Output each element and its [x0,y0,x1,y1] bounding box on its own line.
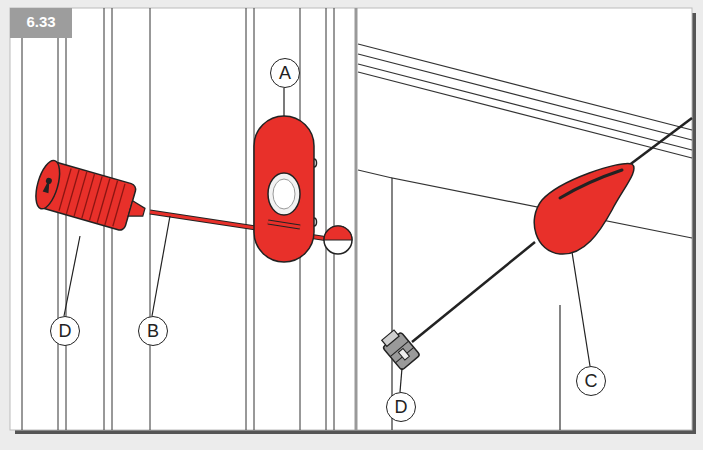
door-grooves [22,8,334,430]
figure-tab [10,8,72,38]
callout-letter: C [576,366,606,396]
cylinder-small [379,327,421,370]
callout-letter: B [138,316,168,346]
callout-letter: D [50,316,80,346]
rosette-cap [534,163,634,254]
callout-letter: D [386,392,416,422]
lock-cylinder [31,158,151,236]
escutcheon [254,116,314,262]
door-frame [358,44,692,430]
leader-lines [64,88,590,392]
figure-number: 6.33 [10,8,72,36]
cable [412,242,535,342]
panel [10,8,692,430]
end-cap [324,226,352,254]
panel-divider [355,8,358,430]
callout-letter: A [270,58,300,88]
